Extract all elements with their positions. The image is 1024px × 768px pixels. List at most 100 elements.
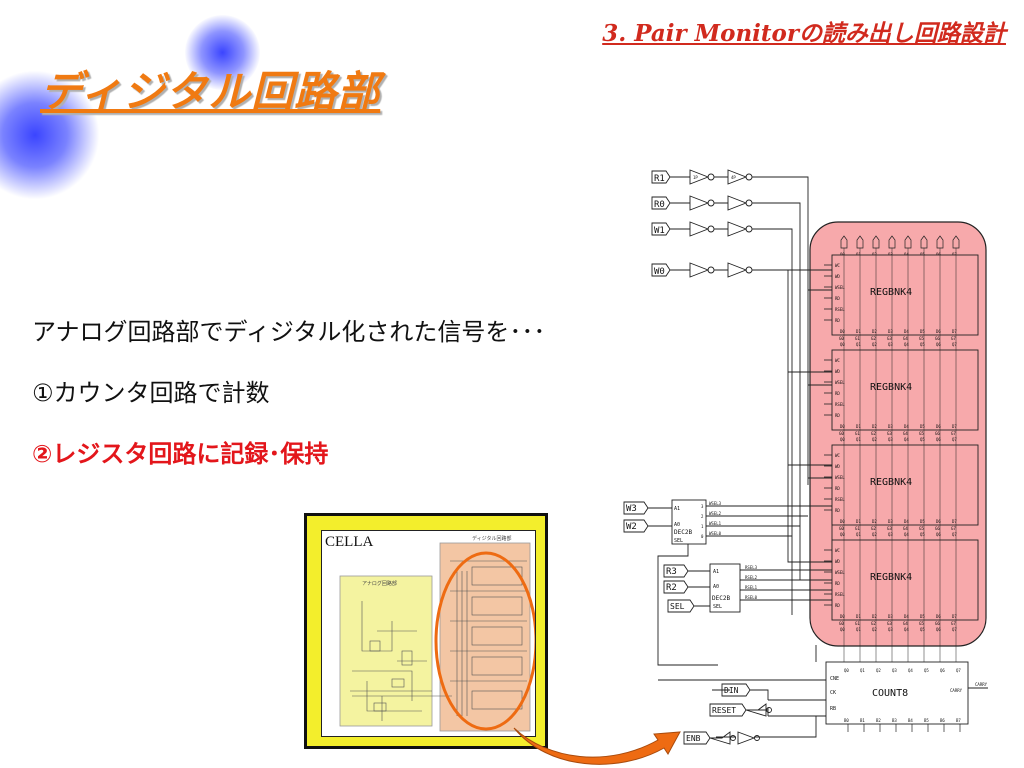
decoder-pin: SEL [674, 538, 683, 544]
top-q-pin-label: Q0 [840, 252, 845, 257]
register-d-pin-label: D6 [936, 329, 941, 334]
bus-pin-marker [904, 235, 912, 249]
logic-schematic: R1 R0 W1 W0 1P 4P W3 W2 A1 A0 DEC2B SEL … [623, 169, 988, 745]
counter-q-pin-label: Q6 [940, 668, 945, 673]
rsel-label: RSEL3 [745, 565, 758, 570]
input-label-w1: W1 [654, 226, 665, 236]
register-q-pin-label: Q0 [840, 342, 845, 347]
top-q-pin-label: Q7 [952, 252, 957, 257]
decoder-pin: SEL [713, 604, 722, 610]
bus-pin-marker [856, 235, 864, 249]
decor-blob-large [0, 70, 100, 200]
counter-pin-cne: CNE [830, 676, 839, 682]
register-g-pin-label: G6 [935, 336, 940, 341]
register-q-pin-label: Q6 [936, 627, 941, 632]
decoder-out-num: 3 [701, 504, 704, 509]
register-g-pin-label: G5 [919, 336, 924, 341]
decoder-name: DEC2B [674, 529, 692, 536]
cella-layout-image: アナログ回路部 ディジタル回路部 CELLA [304, 513, 548, 749]
register-bank-box [831, 349, 979, 431]
register-d-pin-label: D3 [888, 424, 893, 429]
register-pin-label: WSEL [835, 475, 845, 480]
input-label-r2: R2 [666, 583, 677, 593]
register-g-pin-label: G6 [935, 621, 940, 626]
buffer-label: 4P [731, 175, 736, 180]
register-q-pin-label: Q6 [936, 437, 941, 442]
buffer-label: 1P [693, 175, 698, 180]
register-g-pin-label: G6 [935, 526, 940, 531]
register-g-pin-label: G1 [855, 621, 860, 626]
register-q-pin-label: Q2 [872, 437, 877, 442]
counter-carry-out: CARRY [975, 682, 988, 687]
bus-pin-marker [952, 235, 960, 249]
register-q-pin-label: Q1 [856, 532, 861, 537]
rsel-label: RSEL2 [745, 575, 758, 580]
input-label-reset: RESET [712, 706, 736, 715]
register-g-pin-label: G1 [855, 526, 860, 531]
register-pin-label: RD [835, 413, 840, 418]
decoder-name: DEC2B [712, 595, 730, 602]
input-label-r0: R0 [654, 200, 665, 210]
bullet-text-highlight: ②レジスタ回路に記録･保持 [32, 440, 329, 468]
register-d-pin-label: D1 [856, 614, 861, 619]
bus-pin-marker [872, 235, 880, 249]
input-label-w3: W3 [626, 504, 637, 514]
read-decoder-group [663, 563, 832, 613]
register-q-pin-label: Q2 [872, 342, 877, 347]
counter-q-pin-label: Q5 [924, 668, 929, 673]
register-pin-label: WD [835, 559, 840, 564]
slide-header: 3. Pair Monitorの読み出し回路設計 [602, 20, 1006, 47]
counter-name: COUNT8 [872, 688, 908, 699]
register-q-pin-label: Q4 [904, 437, 909, 442]
register-g-pin-label: G4 [903, 431, 908, 436]
rsel-label: RSEL0 [745, 595, 758, 600]
register-q-pin-label: Q3 [888, 342, 893, 347]
register-q-pin-label: Q0 [840, 437, 845, 442]
top-q-pin-label: Q3 [888, 252, 893, 257]
top-q-pin-label: Q6 [936, 252, 941, 257]
register-pin-label: WC [835, 358, 840, 363]
register-q-pin-label: Q6 [936, 532, 941, 537]
register-pin-label: WC [835, 548, 840, 553]
register-pin-label: RSEL [835, 497, 845, 502]
register-q-pin-label: Q2 [872, 627, 877, 632]
register-d-pin-label: D2 [872, 519, 877, 524]
register-g-pin-label: G1 [855, 431, 860, 436]
input-label-r3: R3 [666, 567, 677, 577]
counter-b-pin-label: B2 [876, 718, 881, 723]
register-q-pin-label: Q1 [856, 627, 861, 632]
input-buffer-group [651, 169, 832, 615]
bus-pin-marker [888, 235, 896, 249]
top-q-pin-label: Q5 [920, 252, 925, 257]
register-pin-label: WD [835, 464, 840, 469]
register-q-pin-label: Q3 [888, 532, 893, 537]
register-d-pin-label: D4 [904, 329, 909, 334]
register-g-pin-label: G2 [871, 431, 876, 436]
counter-b-pin-label: B1 [860, 718, 865, 723]
rsel-label: RSEL1 [745, 585, 758, 590]
counter-q-pin-label: Q7 [956, 668, 961, 673]
counter-b-pin-label: B5 [924, 718, 929, 723]
register-d-pin-label: D7 [952, 424, 957, 429]
register-d-pin-label: D0 [840, 424, 845, 429]
register-pin-label: WC [835, 453, 840, 458]
register-d-pin-label: D4 [904, 424, 909, 429]
register-g-pin-label: G3 [887, 526, 892, 531]
register-pin-label: RSEL [835, 592, 845, 597]
register-q-pin-label: Q1 [856, 342, 861, 347]
register-d-pin-label: D3 [888, 329, 893, 334]
register-bank-name: REGBNK4 [870, 572, 912, 583]
register-q-pin-label: Q4 [904, 532, 909, 537]
bus-pin-marker [920, 235, 928, 249]
bullet-text: ①カウンタ回路で計数 [32, 379, 270, 407]
register-d-pin-label: D5 [920, 329, 925, 334]
decoder-out-num: 2 [701, 514, 704, 519]
register-d-pin-label: D1 [856, 329, 861, 334]
counter-q-pin-label: Q3 [892, 668, 897, 673]
register-q-pin-label: Q1 [856, 437, 861, 442]
register-pin-label: RD [835, 486, 840, 491]
register-d-pin-label: D3 [888, 519, 893, 524]
register-d-pin-label: D6 [936, 614, 941, 619]
register-g-pin-label: G7 [951, 621, 956, 626]
register-d-pin-label: D3 [888, 614, 893, 619]
